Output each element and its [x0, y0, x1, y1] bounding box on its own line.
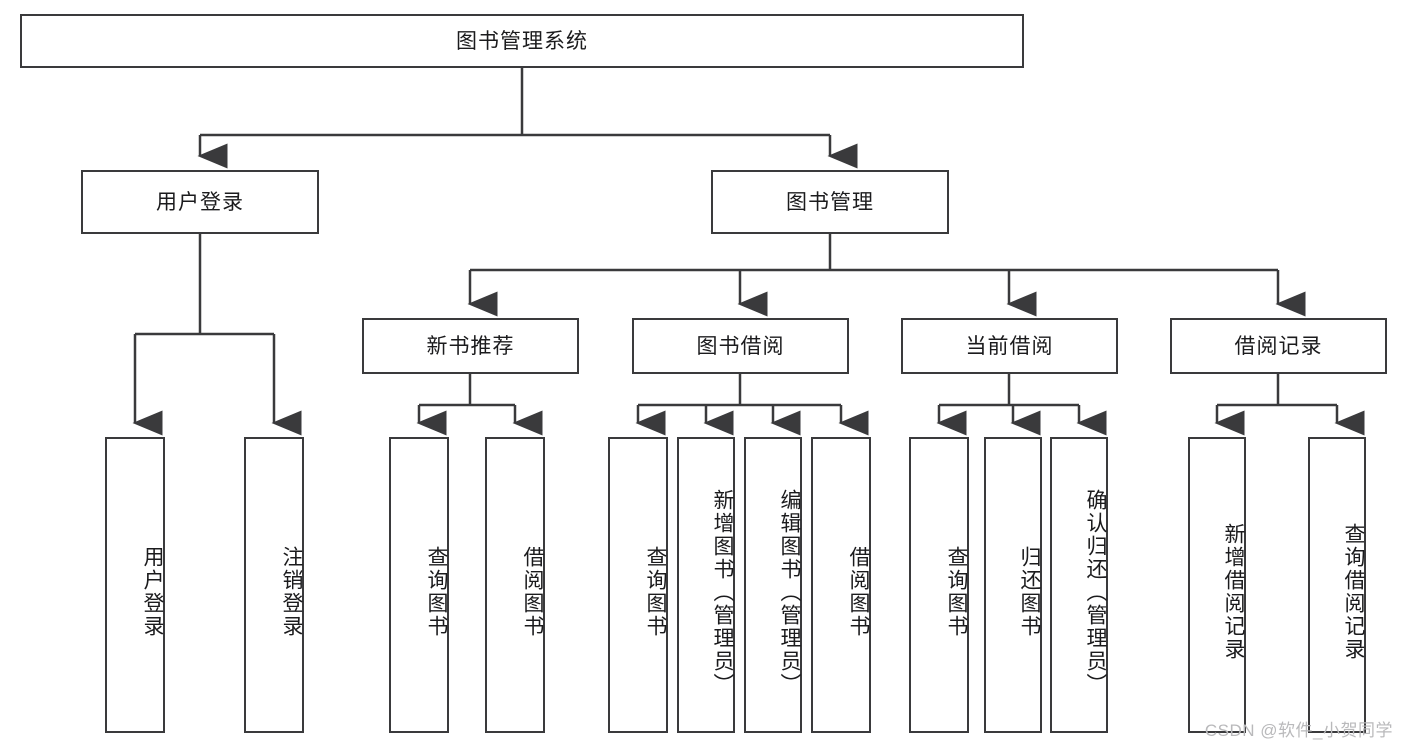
leaf-query-book-borrow-label: 查询图书: [644, 546, 667, 638]
leaf-add-borrow-record[interactable]: 新增借阅记录: [1188, 437, 1246, 733]
leaf-user-login[interactable]: 用户登录: [105, 437, 165, 733]
node-user-login[interactable]: 用户登录: [81, 170, 319, 234]
node-current-borrow[interactable]: 当前借阅: [901, 318, 1118, 374]
node-root-label: 图书管理系统: [456, 29, 588, 53]
node-book-borrow-label: 图书借阅: [696, 334, 785, 358]
leaf-borrow-book-recommend-label: 借阅图书: [521, 546, 544, 638]
leaf-add-borrow-record-label: 新增借阅记录: [1222, 523, 1245, 661]
node-root[interactable]: 图书管理系统: [20, 14, 1024, 68]
watermark: CSDN @软件_小贺同学: [1204, 721, 1393, 740]
node-current-borrow-label: 当前借阅: [965, 334, 1054, 358]
leaf-add-book-admin[interactable]: 新增图书（管理员）: [677, 437, 735, 733]
edges-root-to-level2: [197, 68, 858, 169]
edges-current-to-leaves: [936, 374, 1107, 436]
leaf-return-book-label: 归还图书: [1018, 546, 1041, 638]
edges-newbook-to-leaves: [416, 374, 543, 436]
node-book-management-label: 图书管理: [786, 190, 874, 214]
node-new-book-recommend[interactable]: 新书推荐: [362, 318, 579, 374]
node-book-borrow[interactable]: 图书借阅: [632, 318, 849, 374]
leaf-edit-book-admin-label: 编辑图书（管理员）: [778, 488, 801, 696]
leaf-query-book-recommend-label: 查询图书: [425, 546, 448, 638]
leaf-confirm-return-admin[interactable]: 确认归还（管理员）: [1050, 437, 1108, 733]
leaf-return-book[interactable]: 归还图书: [984, 437, 1042, 733]
leaf-borrow-book[interactable]: 借阅图书: [811, 437, 871, 733]
leaf-borrow-book-label: 借阅图书: [847, 546, 870, 638]
leaf-query-borrow-record-label: 查询借阅记录: [1342, 523, 1365, 661]
leaf-user-login-label: 用户登录: [141, 546, 164, 638]
leaf-logout[interactable]: 注销登录: [244, 437, 304, 733]
leaf-add-book-admin-label: 新增图书（管理员）: [711, 488, 734, 696]
edges-userlogin-to-leaves: [132, 234, 302, 436]
node-new-book-recommend-label: 新书推荐: [426, 334, 515, 358]
leaf-query-book-recommend[interactable]: 查询图书: [389, 437, 449, 733]
node-borrow-records[interactable]: 借阅记录: [1170, 318, 1387, 374]
leaf-query-book-current[interactable]: 查询图书: [909, 437, 969, 733]
leaf-query-book-current-label: 查询图书: [945, 546, 968, 638]
node-borrow-records-label: 借阅记录: [1234, 334, 1323, 358]
leaf-confirm-return-admin-label: 确认归还（管理员）: [1084, 488, 1107, 696]
node-book-management[interactable]: 图书管理: [711, 170, 949, 234]
edges-records-to-leaves: [1214, 374, 1365, 436]
leaf-query-borrow-record[interactable]: 查询借阅记录: [1308, 437, 1366, 733]
leaf-query-book-borrow[interactable]: 查询图书: [608, 437, 668, 733]
node-user-login-label: 用户登录: [156, 190, 244, 214]
leaf-edit-book-admin[interactable]: 编辑图书（管理员）: [744, 437, 802, 733]
edges-bookmgmt-to-level3: [467, 234, 1306, 317]
edges-borrow-to-leaves: [635, 374, 869, 436]
leaf-borrow-book-recommend[interactable]: 借阅图书: [485, 437, 545, 733]
leaf-logout-label: 注销登录: [280, 546, 303, 638]
